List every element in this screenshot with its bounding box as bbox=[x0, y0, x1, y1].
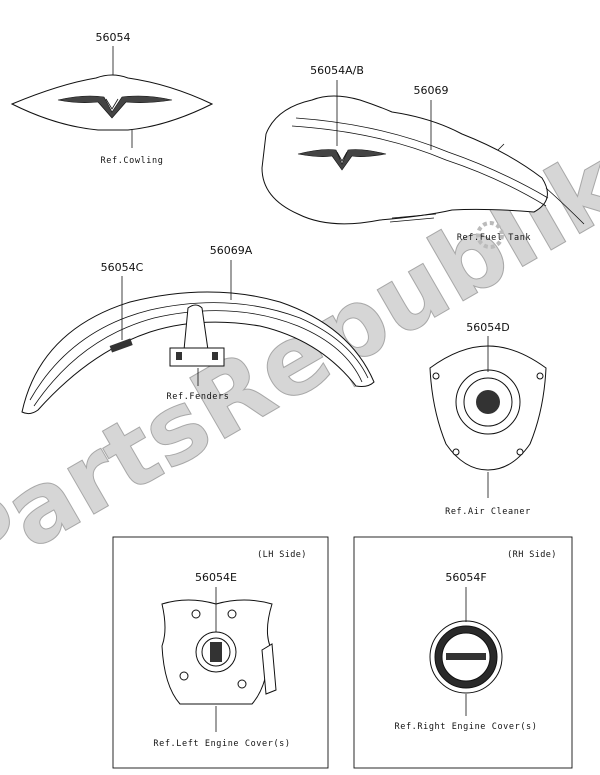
fenders-group: 56054C 56069A Ref.Fenders bbox=[21, 244, 375, 415]
fender-emblem bbox=[109, 338, 133, 353]
rh-side-box: (RH Side) 56054F Ref.Right Engine Cover(… bbox=[353, 536, 573, 769]
ref-left-engine-cover: Ref.Left Engine Cover(s) bbox=[153, 739, 290, 749]
cowling-emblem bbox=[57, 95, 173, 119]
ref-cowling: Ref.Cowling bbox=[101, 156, 164, 166]
gear-icon bbox=[476, 221, 504, 249]
rh-side-label: (RH Side) bbox=[507, 550, 557, 560]
part-number-56054[interactable]: 56054 bbox=[96, 31, 131, 44]
left-cover-emblem bbox=[210, 642, 222, 662]
lh-side-box: (LH Side) 56054E Ref.Left Engine Cover(s… bbox=[112, 536, 329, 769]
part-number-56054d[interactable]: 56054D bbox=[466, 321, 509, 334]
part-number-56054ab[interactable]: 56054A/B bbox=[310, 64, 364, 77]
fender-outline bbox=[21, 291, 375, 415]
part-number-56069[interactable]: 56069 bbox=[414, 84, 449, 97]
lh-side-label: (LH Side) bbox=[257, 550, 307, 560]
ref-fuel-tank: Ref.Fuel Tank bbox=[457, 233, 531, 243]
ref-right-engine-cover: Ref.Right Engine Cover(s) bbox=[395, 722, 538, 732]
part-number-56054c[interactable]: 56054C bbox=[101, 261, 144, 274]
right-cover-emblem bbox=[446, 653, 486, 660]
part-number-56069a[interactable]: 56069A bbox=[210, 244, 253, 257]
fuel-tank-outline bbox=[261, 95, 548, 225]
fuel-tank-group: 56054A/B 56069 Ref.Fuel Tank bbox=[261, 64, 585, 249]
air-cleaner-group: 56054D Ref.Air Cleaner bbox=[429, 321, 547, 517]
fuel-tank-emblem bbox=[297, 149, 387, 171]
cowling-group: 56054 Ref.Cowling bbox=[10, 31, 214, 166]
part-number-56054f[interactable]: 56054F bbox=[445, 571, 486, 584]
part-number-56054e[interactable]: 56054E bbox=[195, 571, 237, 584]
ref-fenders: Ref.Fenders bbox=[167, 392, 230, 402]
ref-air-cleaner: Ref.Air Cleaner bbox=[445, 507, 531, 517]
air-cleaner-emblem bbox=[476, 390, 500, 414]
